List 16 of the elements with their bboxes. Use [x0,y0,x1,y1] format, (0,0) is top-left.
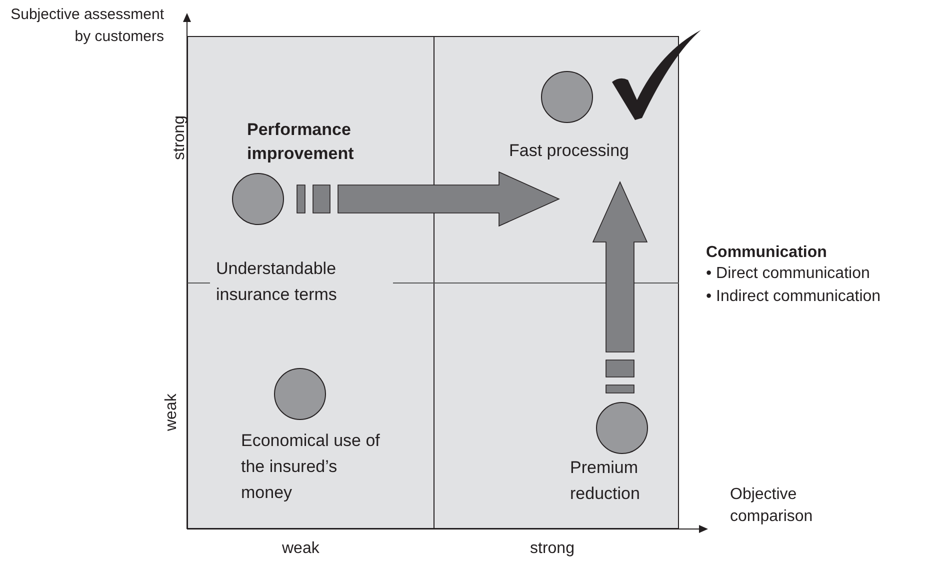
axis-label: strong [171,116,189,160]
item-label: Economical use of the insured’s money [241,430,381,504]
section-heading: Communication [706,243,827,263]
list-item: • Indirect communication [706,287,881,307]
axis-label: strong [530,540,574,558]
block-arrow [296,171,560,227]
section-heading: Performance improvement [247,119,355,165]
item-label: Fast processing [508,140,630,162]
axis-title: Subjective assessment by customers [10,5,164,47]
item-label: Premium reduction [570,457,641,505]
axis-label: weak [163,394,181,431]
axis-title: Objective comparison [730,485,814,527]
axis-label: weak [282,540,320,558]
block-arrow [592,181,648,394]
item-label: Understandable insurance terms [216,258,338,306]
list-item: • Direct communication [706,264,870,284]
